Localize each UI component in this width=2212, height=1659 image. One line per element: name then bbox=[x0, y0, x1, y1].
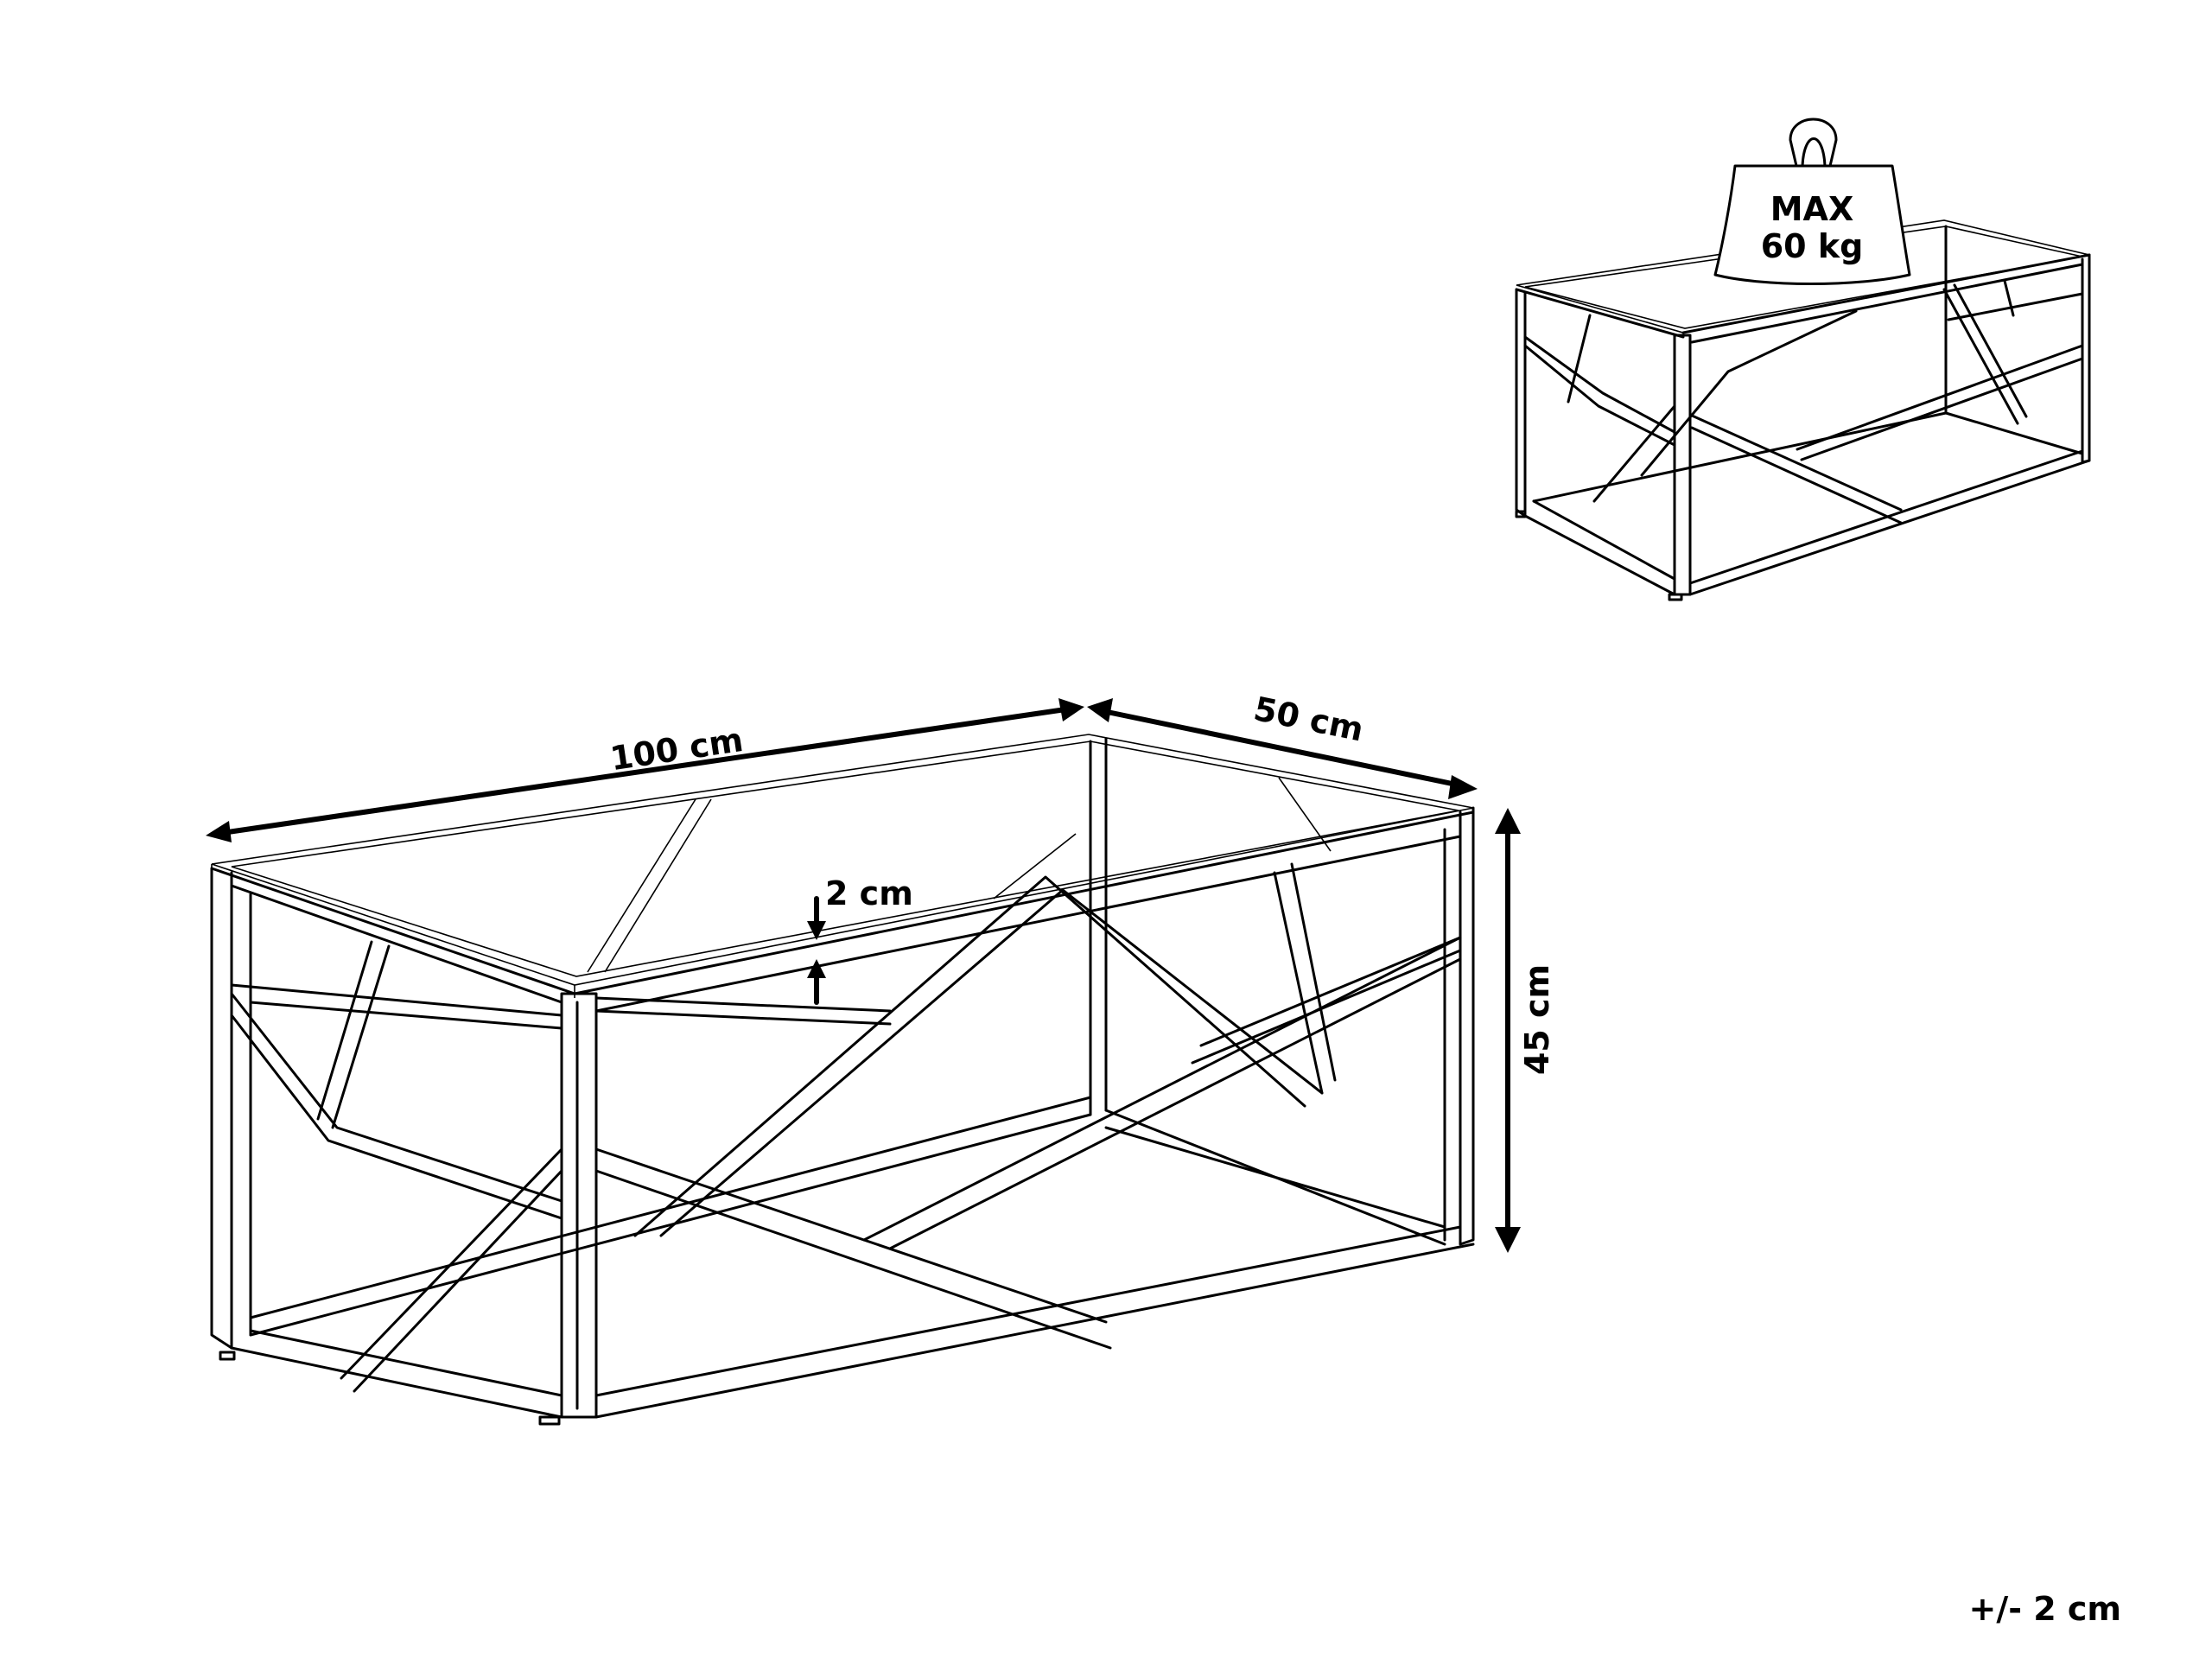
width-label: 100 cm bbox=[607, 721, 745, 778]
dimension-lines bbox=[206, 698, 1521, 1253]
arrow-down-icon bbox=[807, 921, 826, 940]
glass-thickness-label: 2 cm bbox=[825, 874, 913, 912]
height-label: 45 cm bbox=[1518, 964, 1556, 1075]
width-dimension-line bbox=[213, 706, 1074, 836]
max-load-label: MAX bbox=[1770, 190, 1854, 228]
arrow-up-icon bbox=[1495, 808, 1521, 834]
glass-top bbox=[211, 734, 1474, 998]
arrow-up-icon bbox=[807, 959, 826, 978]
main-table-drawing bbox=[210, 734, 1475, 1426]
arrow-left-icon bbox=[206, 821, 232, 842]
max-load-value: 60 kg bbox=[1761, 227, 1864, 265]
tolerance-label: +/- 2 cm bbox=[1968, 1590, 2121, 1628]
table-frame bbox=[210, 737, 1475, 1426]
weight-icon bbox=[1713, 118, 1911, 285]
arrow-down-icon bbox=[1495, 1227, 1521, 1253]
depth-label: 50 cm bbox=[1250, 690, 1366, 749]
arrow-right-icon bbox=[1058, 698, 1084, 721]
arrow-left-icon bbox=[1087, 698, 1113, 722]
arrow-right-icon bbox=[1448, 775, 1478, 799]
depth-dimension-line bbox=[1096, 708, 1467, 789]
